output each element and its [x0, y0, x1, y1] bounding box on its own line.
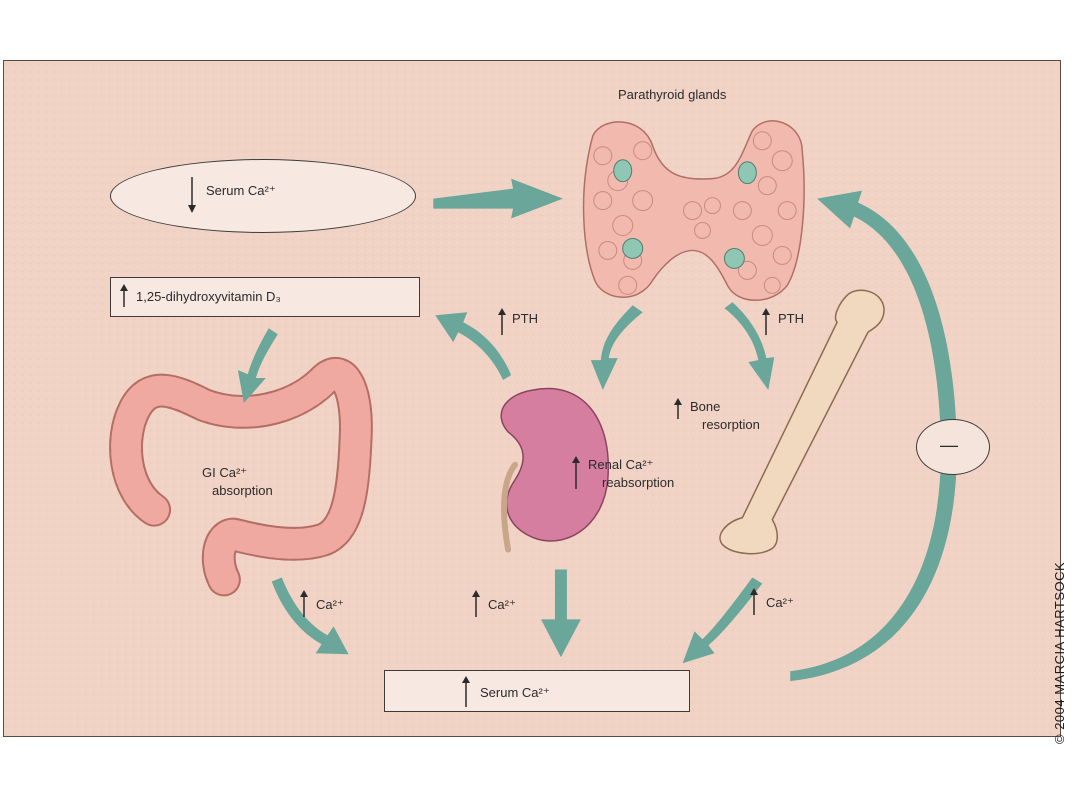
- arrow-to-vitamin-d: [435, 312, 512, 381]
- pth-left-label: PTH: [512, 311, 538, 326]
- up-arrow-icon: [674, 398, 682, 419]
- kidney-illustration: [500, 387, 610, 553]
- arrow-bone-to-serum: [682, 577, 763, 664]
- up-arrow-icon: [300, 590, 308, 617]
- bone-line1: Bone: [690, 399, 721, 414]
- up-arrow-icon: [462, 676, 470, 707]
- arrow-to-bone: [724, 302, 775, 391]
- serum-low-label: Serum Ca²⁺: [206, 183, 276, 198]
- negative-feedback-circle: [916, 419, 990, 475]
- vitamin-d-box: [110, 277, 420, 317]
- down-arrow-icon: [188, 177, 196, 213]
- gi-line1: GI Ca²⁺: [202, 465, 248, 480]
- ca-bone-label: Ca²⁺: [766, 595, 794, 610]
- vitamin-d-label: 1,25-dihydroxyvitamin D₃: [136, 289, 281, 304]
- renal-line1: Renal Ca²⁺: [588, 457, 654, 472]
- renal-line2: reabsorption: [602, 475, 675, 490]
- up-arrow-icon: [120, 284, 128, 307]
- intestine-illustration: [109, 357, 373, 597]
- serum-high-label: Serum Ca²⁺: [480, 685, 550, 700]
- up-arrow-icon: [572, 456, 580, 489]
- diagram-art: [4, 61, 1060, 736]
- parathyroid-glands-illustration: [582, 120, 805, 302]
- arrow-to-intestine: [237, 328, 278, 403]
- up-arrow-icon: [750, 588, 758, 615]
- arrow-kidney-to-serum: [540, 569, 581, 658]
- up-arrow-icon: [472, 590, 480, 617]
- gi-line2: absorption: [212, 483, 273, 498]
- copyright-credit: © 2004 MARCIA HARTSOCK: [1052, 561, 1067, 744]
- arrow-to-glands: [433, 178, 563, 219]
- bone-line2: resorption: [702, 417, 760, 432]
- ca-gi-label: Ca²⁺: [316, 597, 344, 612]
- serum-high-box: [384, 670, 690, 712]
- parathyroid-glands-title: Parathyroid glands: [618, 87, 727, 102]
- arrow-gi-to-serum: [271, 577, 349, 655]
- up-arrow-icon: [762, 308, 770, 335]
- up-arrow-icon: [498, 308, 506, 335]
- minus-icon: —: [940, 435, 958, 455]
- ca-kidney-label: Ca²⁺: [488, 597, 516, 612]
- bone-illustration: [719, 289, 885, 555]
- serum-low-ellipse: [110, 159, 416, 233]
- arrow-to-kidney: [590, 305, 643, 391]
- flow-arrows: [237, 178, 957, 682]
- pth-right-label: PTH: [778, 311, 804, 326]
- diagram-panel: Parathyroid glands Serum Ca²⁺ 1,25-dihyd…: [3, 60, 1061, 737]
